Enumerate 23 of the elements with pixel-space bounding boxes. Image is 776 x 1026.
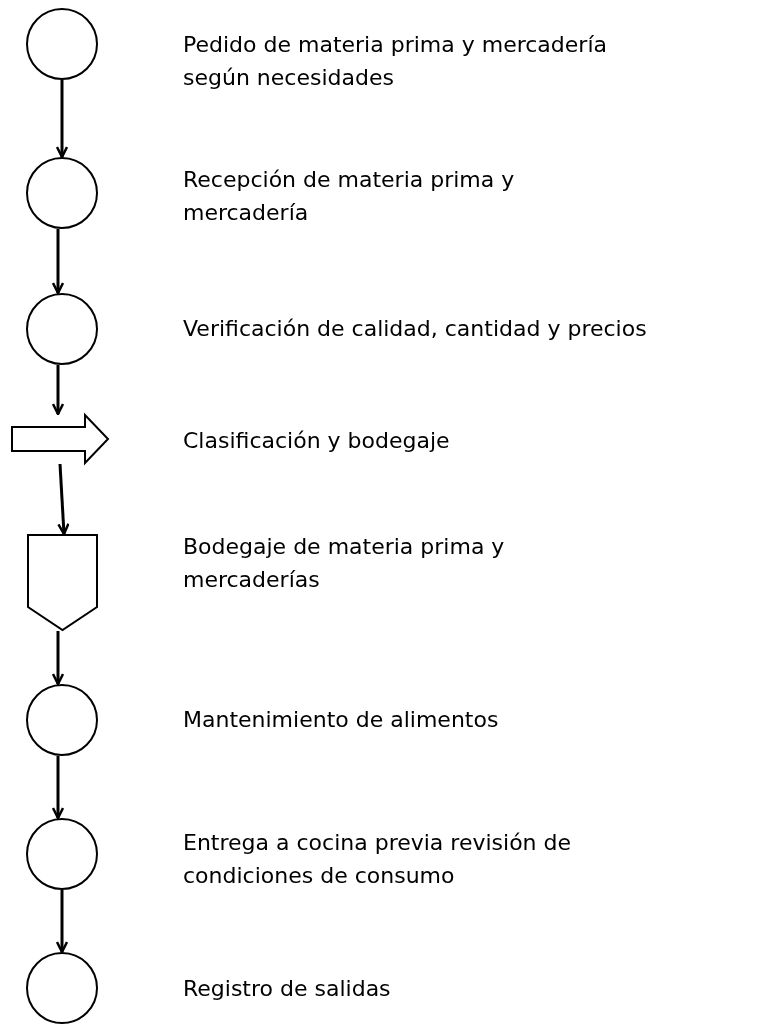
step-description: Verificación de calidad, cantidad y precios: [183, 315, 648, 343]
arrow: [51, 365, 65, 416]
arrow: [51, 229, 65, 295]
operation-circle: [26, 952, 98, 1024]
operation-circle: [26, 157, 98, 229]
step-description: Clasificación y bodegaje: [183, 427, 451, 455]
operation-circle: [26, 8, 98, 80]
step-description: Bodegaje de materia prima y mercaderías: [183, 533, 506, 594]
operation-circle: [26, 293, 98, 365]
step-description: Registro de salidas: [183, 975, 392, 1003]
transport-arrow: [11, 414, 109, 464]
operation-circle: [26, 684, 98, 756]
step-description: Entrega a cocina previa revisión de condiciones de consumo: [183, 829, 573, 890]
step-description: Mantenimiento de alimentos: [183, 706, 500, 734]
step-description: Recepción de materia prima y mercadería: [183, 166, 516, 227]
arrow: [57, 463, 70, 536]
storage-pentagon: [27, 534, 98, 631]
arrow: [55, 80, 69, 159]
arrow: [55, 890, 69, 954]
step-description: Pedido de materia prima y mercadería según necesidades: [183, 31, 608, 92]
arrow: [51, 756, 65, 820]
arrow: [51, 631, 65, 686]
operation-circle: [26, 818, 98, 890]
